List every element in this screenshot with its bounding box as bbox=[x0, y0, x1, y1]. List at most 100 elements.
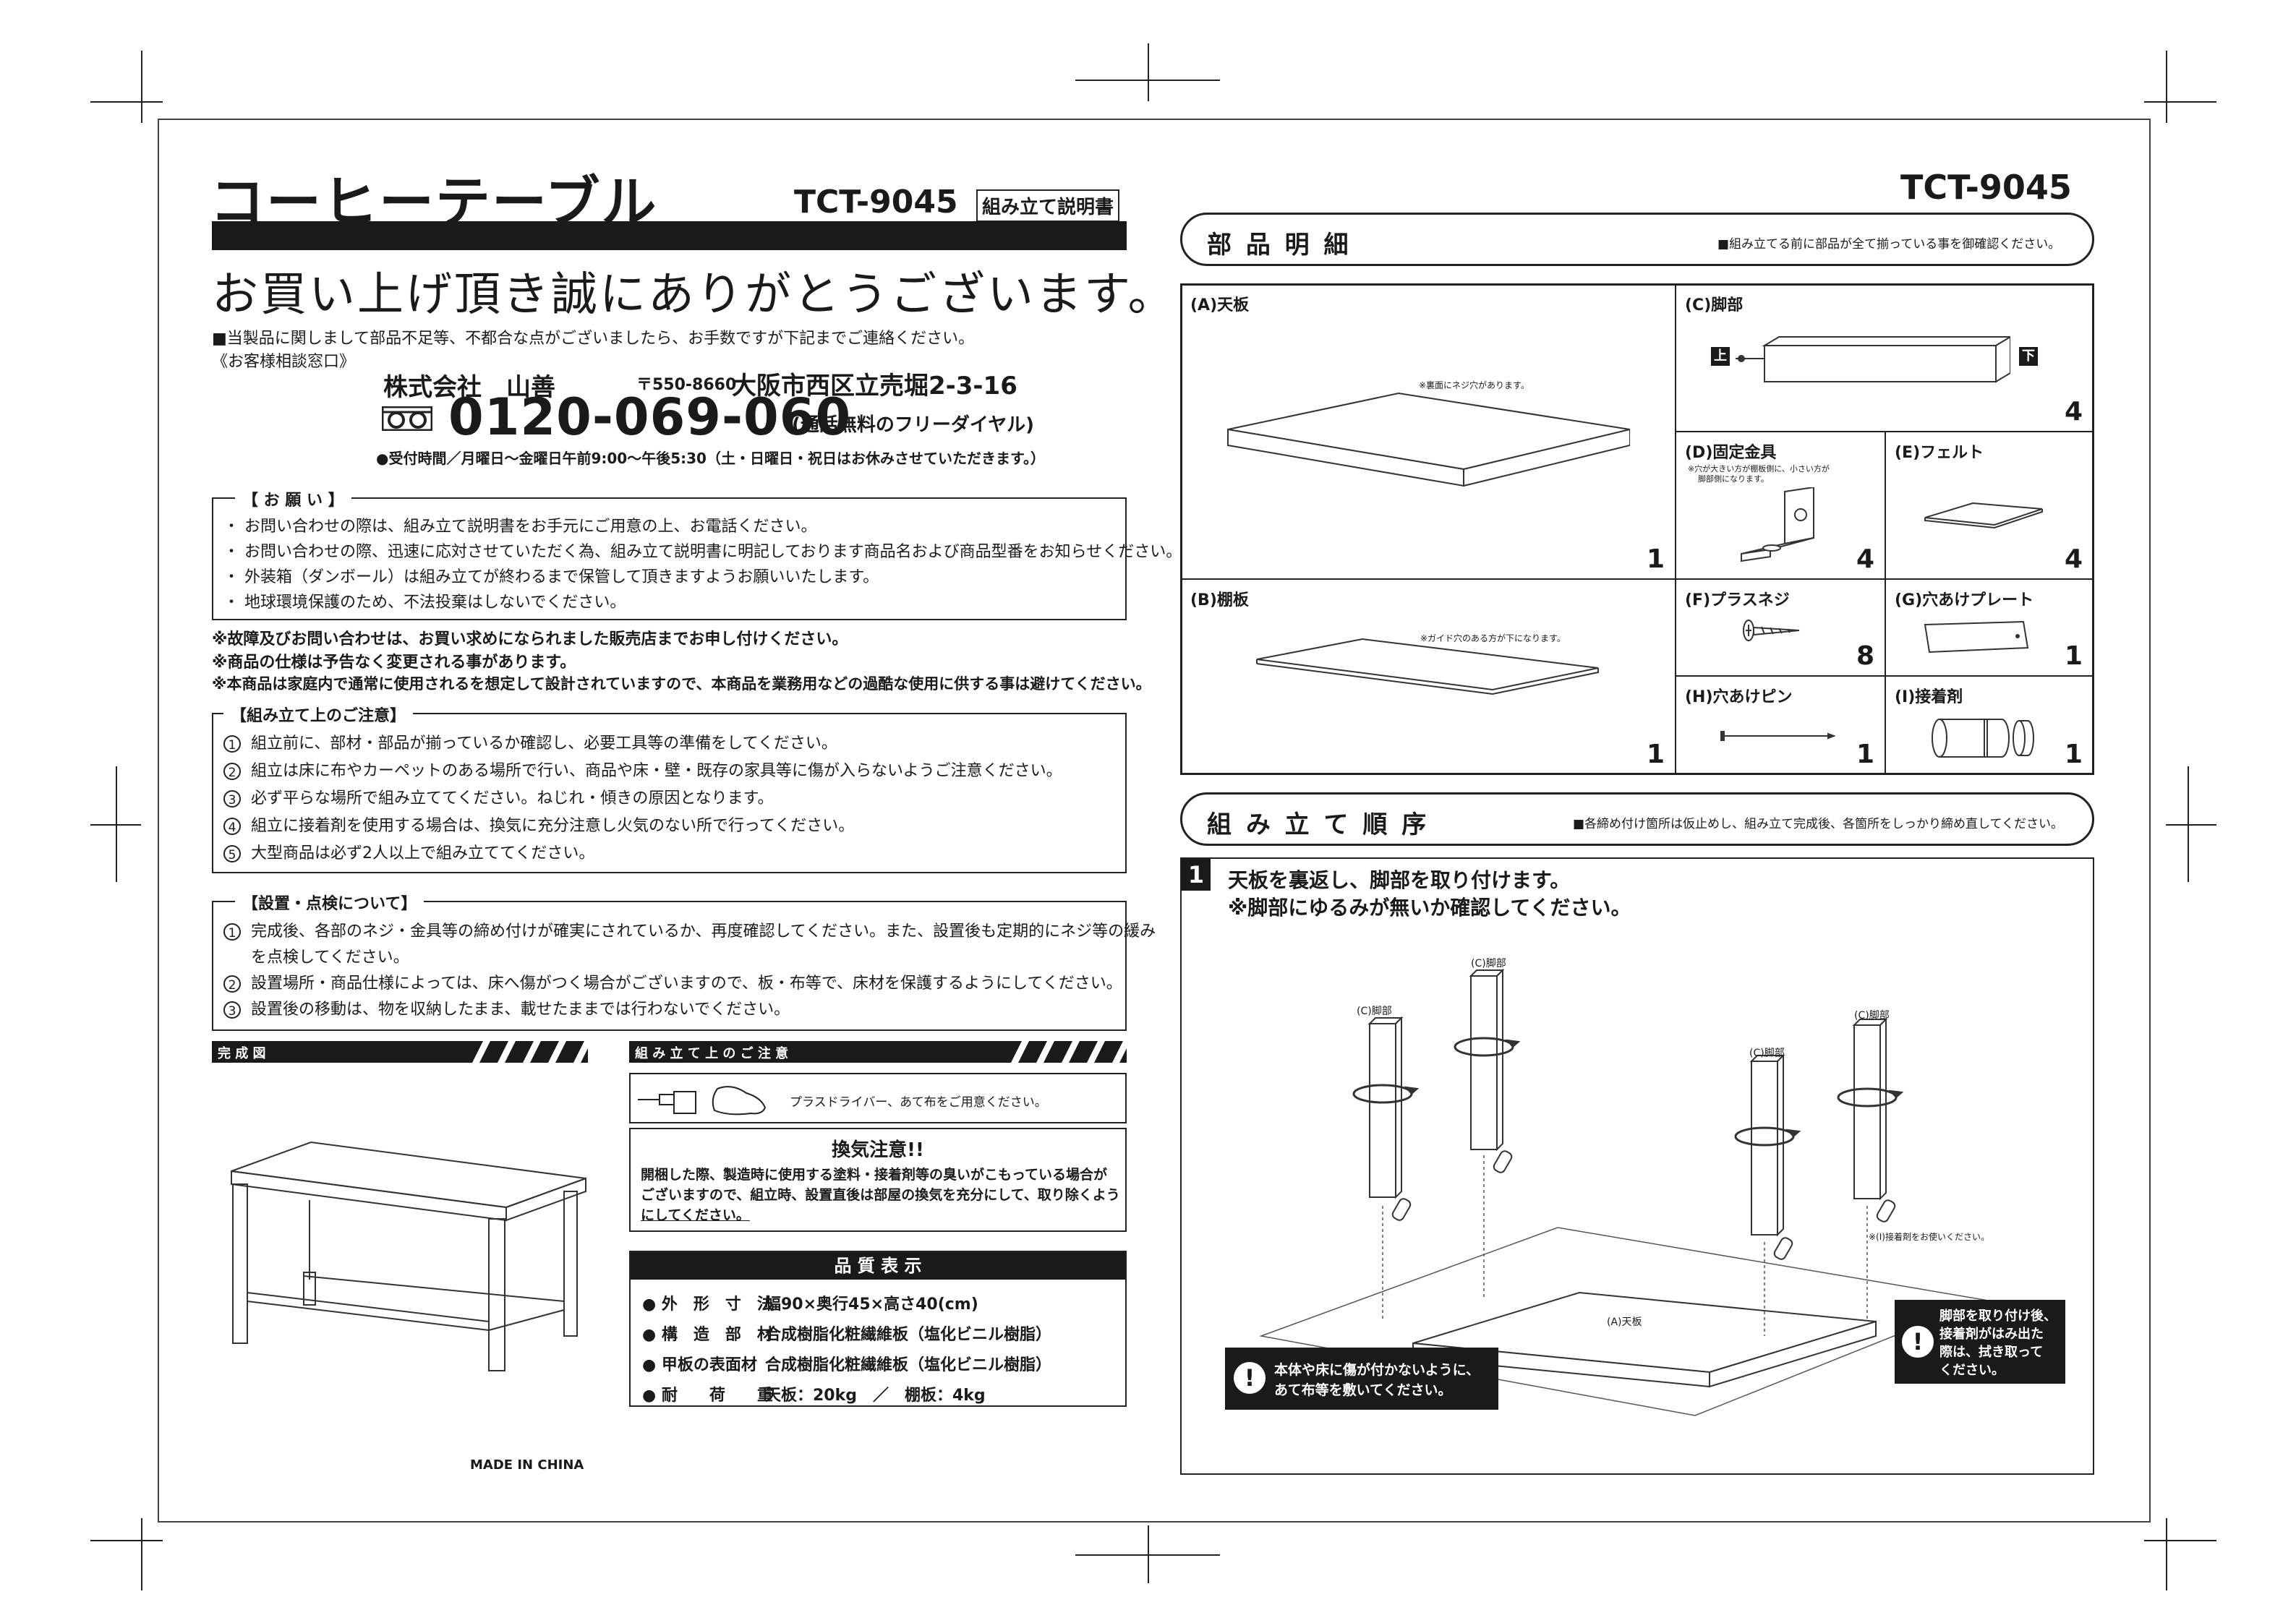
page-frame bbox=[158, 119, 2151, 1523]
complete-title-bar: 完 成 図 bbox=[212, 1041, 588, 1063]
part-h-qty: 1 bbox=[1856, 740, 1874, 769]
install-item: を点検してください。 bbox=[251, 948, 409, 967]
crop-mark bbox=[2188, 766, 2189, 882]
part-e-qty: 4 bbox=[2064, 544, 2083, 574]
crop-mark bbox=[2166, 1518, 2167, 1590]
right-model-number: TCT-9045 bbox=[1900, 168, 2072, 207]
postal-code: 〒550-8660 bbox=[636, 376, 737, 394]
leg-illustration bbox=[1736, 331, 2013, 392]
step-number: 1 bbox=[1182, 859, 1211, 891]
leg-label: (C)脚部 bbox=[1357, 1006, 1392, 1017]
part-a: (A)天板 ※裏面にネジ穴があります。 1 bbox=[1180, 283, 1676, 580]
tabletop-illustration bbox=[1225, 379, 1631, 512]
part-a-qty: 1 bbox=[1646, 544, 1665, 574]
part-b: (B)棚板 ※ガイド穴のある方が下になります。 1 bbox=[1180, 578, 1676, 775]
ventilation-line: ございますので、組立時、設置直後は部屋の換気を充分にして、取り除くよう bbox=[641, 1187, 1120, 1203]
parts-title: 部 品 明 細 bbox=[1207, 231, 1352, 260]
contact-label: 《お客様相談窓口》 bbox=[212, 353, 356, 371]
notice-text: ■当製品に関しまして部品不足等、不都合な点がございましたら、お手数ですが下記まで… bbox=[212, 330, 975, 348]
phone-number: 0120-069-060 bbox=[448, 387, 852, 447]
crop-mark bbox=[141, 51, 142, 123]
warning-glue-line: 接着剤がはみ出た bbox=[1939, 1327, 2044, 1342]
quality-title: 品 質 表 示 bbox=[631, 1252, 1125, 1280]
part-i: (I)接着剤 1 bbox=[1885, 675, 2094, 775]
step1-instruction: 天板を裏返し、脚部を取り付けます。 bbox=[1228, 868, 1571, 892]
part-e-label: (E)フェルト bbox=[1895, 444, 1984, 462]
warning-glue-line: ください。 bbox=[1939, 1363, 2005, 1378]
phone-note: (通話無料のフリーダイヤル) bbox=[792, 414, 1034, 436]
screw-icon bbox=[1741, 617, 1806, 649]
bracket-illustration bbox=[1734, 486, 1828, 570]
ventilation-box: 換気注意!! 開梱した際、製造時に使用する塗料・接着剤等の臭いがこもっている場合… bbox=[629, 1128, 1127, 1232]
exclamation-icon: ! bbox=[1902, 1326, 1934, 1358]
crop-mark bbox=[1075, 80, 1220, 81]
quality-row: ● 甲板の表面材合成樹脂化粧繊維板（塩化ビニル樹脂） bbox=[642, 1356, 1052, 1374]
leg-label: (C)脚部 bbox=[1854, 1010, 1890, 1022]
part-g: (G)穴あけプレート 1 bbox=[1885, 578, 2094, 677]
part-f: (F)プラスネジ 8 bbox=[1675, 578, 1886, 677]
part-f-qty: 8 bbox=[1856, 641, 1874, 671]
ventilation-line: 開梱した際、製造時に使用する塗料・接着剤等の臭いがこもっている場合が bbox=[641, 1167, 1108, 1183]
freedial-icon bbox=[381, 406, 433, 432]
crop-mark bbox=[1148, 43, 1149, 101]
glue-note: ※(I)接着剤をお使いください。 bbox=[1869, 1232, 1989, 1242]
step1-check-note: ※脚部にゆるみが無いか確認してください。 bbox=[1228, 896, 1631, 920]
quality-row: ● 構 造 部 材合成樹脂化粧繊維板（塩化ビニル樹脂） bbox=[642, 1326, 1052, 1344]
crop-mark bbox=[1075, 1554, 1220, 1556]
leg-label: (C)脚部 bbox=[1471, 958, 1506, 969]
plate-illustration bbox=[1922, 619, 2031, 658]
part-e: (E)フェルト 4 bbox=[1885, 431, 2094, 580]
parts-header: 部 品 明 細 ■組み立てる前に部品が全て揃っている事を御確認ください。 bbox=[1180, 213, 2094, 266]
part-h-label: (H)穴あけピン bbox=[1685, 688, 1793, 706]
exclamation-icon: ! bbox=[1234, 1362, 1266, 1394]
title-bar bbox=[212, 221, 1127, 250]
leg-label: (C)脚部 bbox=[1749, 1048, 1785, 1059]
warning-cloth-line: あて布等を敷いてください。 bbox=[1274, 1382, 1452, 1398]
request-title: 【 お 願 い 】 bbox=[235, 487, 351, 510]
step1-illustration bbox=[1254, 960, 2035, 1426]
address: 大阪市西区立売堀2-3-16 bbox=[732, 372, 1017, 401]
part-g-qty: 1 bbox=[2064, 641, 2083, 671]
part-d: (D)固定金具 ※穴が大きい方が棚板側に、小さい方が 脚部側になります。 4 bbox=[1675, 431, 1886, 580]
tabletop-label: (A)天板 bbox=[1607, 1316, 1642, 1328]
step1-panel: 1 天板を裏返し、脚部を取り付けます。 ※脚部にゆるみが無いか確認してください。 bbox=[1180, 857, 2094, 1475]
part-h: (H)穴あけピン 1 bbox=[1675, 675, 1886, 775]
install-title: 【設置・点検について】 bbox=[235, 891, 424, 914]
crop-mark bbox=[90, 101, 163, 103]
note-line: ※商品の仕様は予告なく変更される事があります。 bbox=[212, 654, 576, 672]
request-box: 【 お 願 い 】 ・ お問い合わせの際は、組み立て説明書をお手元にご用意の上、… bbox=[212, 487, 1182, 620]
part-d-note: ※穴が大きい方が棚板側に、小さい方が bbox=[1688, 464, 1830, 474]
part-g-label: (G)穴あけプレート bbox=[1895, 591, 2034, 609]
part-b-note: ※ガイド穴のある方が下になります。 bbox=[1420, 633, 1566, 643]
part-a-label: (A)天板 bbox=[1190, 296, 1250, 314]
felt-illustration bbox=[1922, 497, 2045, 536]
assembly-caution-bar: 組 み 立 て 上 の ご 注 意 bbox=[629, 1041, 1127, 1063]
part-d-label: (D)固定金具 bbox=[1685, 444, 1777, 462]
doc-label: 組み立て説明書 bbox=[976, 189, 1120, 222]
parts-note: ■組み立てる前に部品が全て揃っている事を御確認ください。 bbox=[1717, 237, 2061, 252]
crop-mark bbox=[2166, 51, 2167, 123]
part-b-qty: 1 bbox=[1646, 740, 1665, 769]
completed-table-illustration bbox=[224, 1128, 600, 1374]
crop-mark bbox=[2144, 101, 2216, 103]
caution-title: 【組み立て上のご注意】 bbox=[223, 703, 414, 726]
request-item: ・ お問い合わせの際は、組み立て説明書をお手元にご用意の上、お電話ください。 bbox=[223, 518, 817, 536]
model-number: TCT-9045 bbox=[794, 184, 958, 220]
crop-mark bbox=[2166, 824, 2216, 826]
ventilation-line: にしてください。 bbox=[641, 1207, 750, 1223]
quality-box: 品 質 表 示 ● 外 形 寸 法幅90×奥行45×高さ40(cm) ● 構 造… bbox=[629, 1251, 1127, 1407]
crop-mark bbox=[141, 1518, 142, 1590]
quality-row: ● 外 形 寸 法幅90×奥行45×高さ40(cm) bbox=[642, 1296, 978, 1314]
note-line: ※故障及びお問い合わせは、お買い求めになられました販売店までお申し付けください。 bbox=[212, 630, 848, 648]
part-b-label: (B)棚板 bbox=[1190, 591, 1249, 609]
part-f-label: (F)プラスネジ bbox=[1685, 591, 1790, 609]
part-c-qty: 4 bbox=[2064, 397, 2083, 427]
screwdriver-hand-icon bbox=[638, 1082, 768, 1121]
part-d-qty: 4 bbox=[1856, 544, 1874, 574]
ventilation-title: 換気注意!! bbox=[832, 1139, 924, 1161]
part-i-label: (I)接着剤 bbox=[1895, 688, 1963, 706]
